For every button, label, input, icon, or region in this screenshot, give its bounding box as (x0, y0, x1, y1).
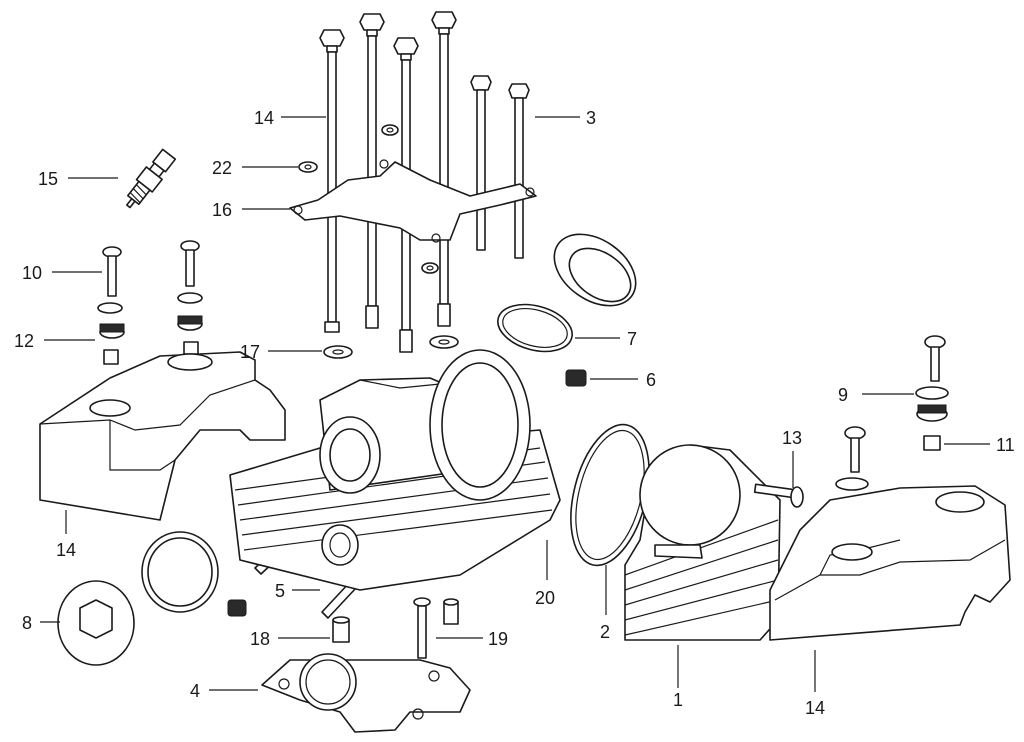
right-valve-cover (769, 485, 1011, 641)
cylinder-head (229, 349, 561, 591)
callout-13: 13 (782, 428, 802, 448)
head-gasket (261, 653, 471, 733)
callout-15: 15 (38, 169, 58, 189)
side-cover (624, 444, 781, 641)
bracket-plate (289, 159, 537, 243)
callout-21: 20 (535, 588, 555, 608)
callout-19: 18 (250, 629, 270, 649)
callout-17: 14 (254, 108, 274, 128)
callout-6: 6 (646, 370, 656, 390)
callout-14-right: 14 (805, 698, 825, 718)
cover-bolt (753, 483, 804, 508)
large-seal (553, 233, 637, 307)
callout-20: 19 (488, 629, 508, 649)
small-o-ring (141, 531, 219, 613)
short-bolts (470, 75, 530, 259)
washers (298, 124, 459, 359)
valve-seal (227, 599, 247, 617)
spark-plug (126, 148, 177, 209)
callout-22: 22 (212, 158, 232, 178)
leader-lines (40, 116, 990, 692)
callout-2: 2 (600, 622, 610, 642)
callout-3: 3 (586, 108, 596, 128)
cap-nut (57, 580, 135, 666)
callout-5: 5 (275, 581, 285, 601)
callout-4: 4 (190, 681, 200, 701)
callout-10: 10 (22, 263, 42, 283)
callout-14-left: 14 (56, 540, 76, 560)
callout-1: 1 (673, 690, 683, 710)
callout-16: 16 (212, 200, 232, 220)
callout-11: 11 (996, 435, 1015, 455)
left-cover-hardware (97, 240, 203, 365)
callout-18: 17 (240, 342, 260, 362)
callout-7: 7 (627, 329, 637, 349)
callout-12: 12 (14, 331, 34, 351)
o-ring (497, 303, 573, 353)
callout-8: 8 (22, 613, 32, 633)
valve-guide-seal (565, 369, 587, 387)
callout-labels: 14 22 16 15 10 12 17 3 7 6 9 11 13 14 8 … (14, 108, 1015, 718)
callout-9: 9 (838, 385, 848, 405)
left-valve-cover (39, 351, 286, 521)
